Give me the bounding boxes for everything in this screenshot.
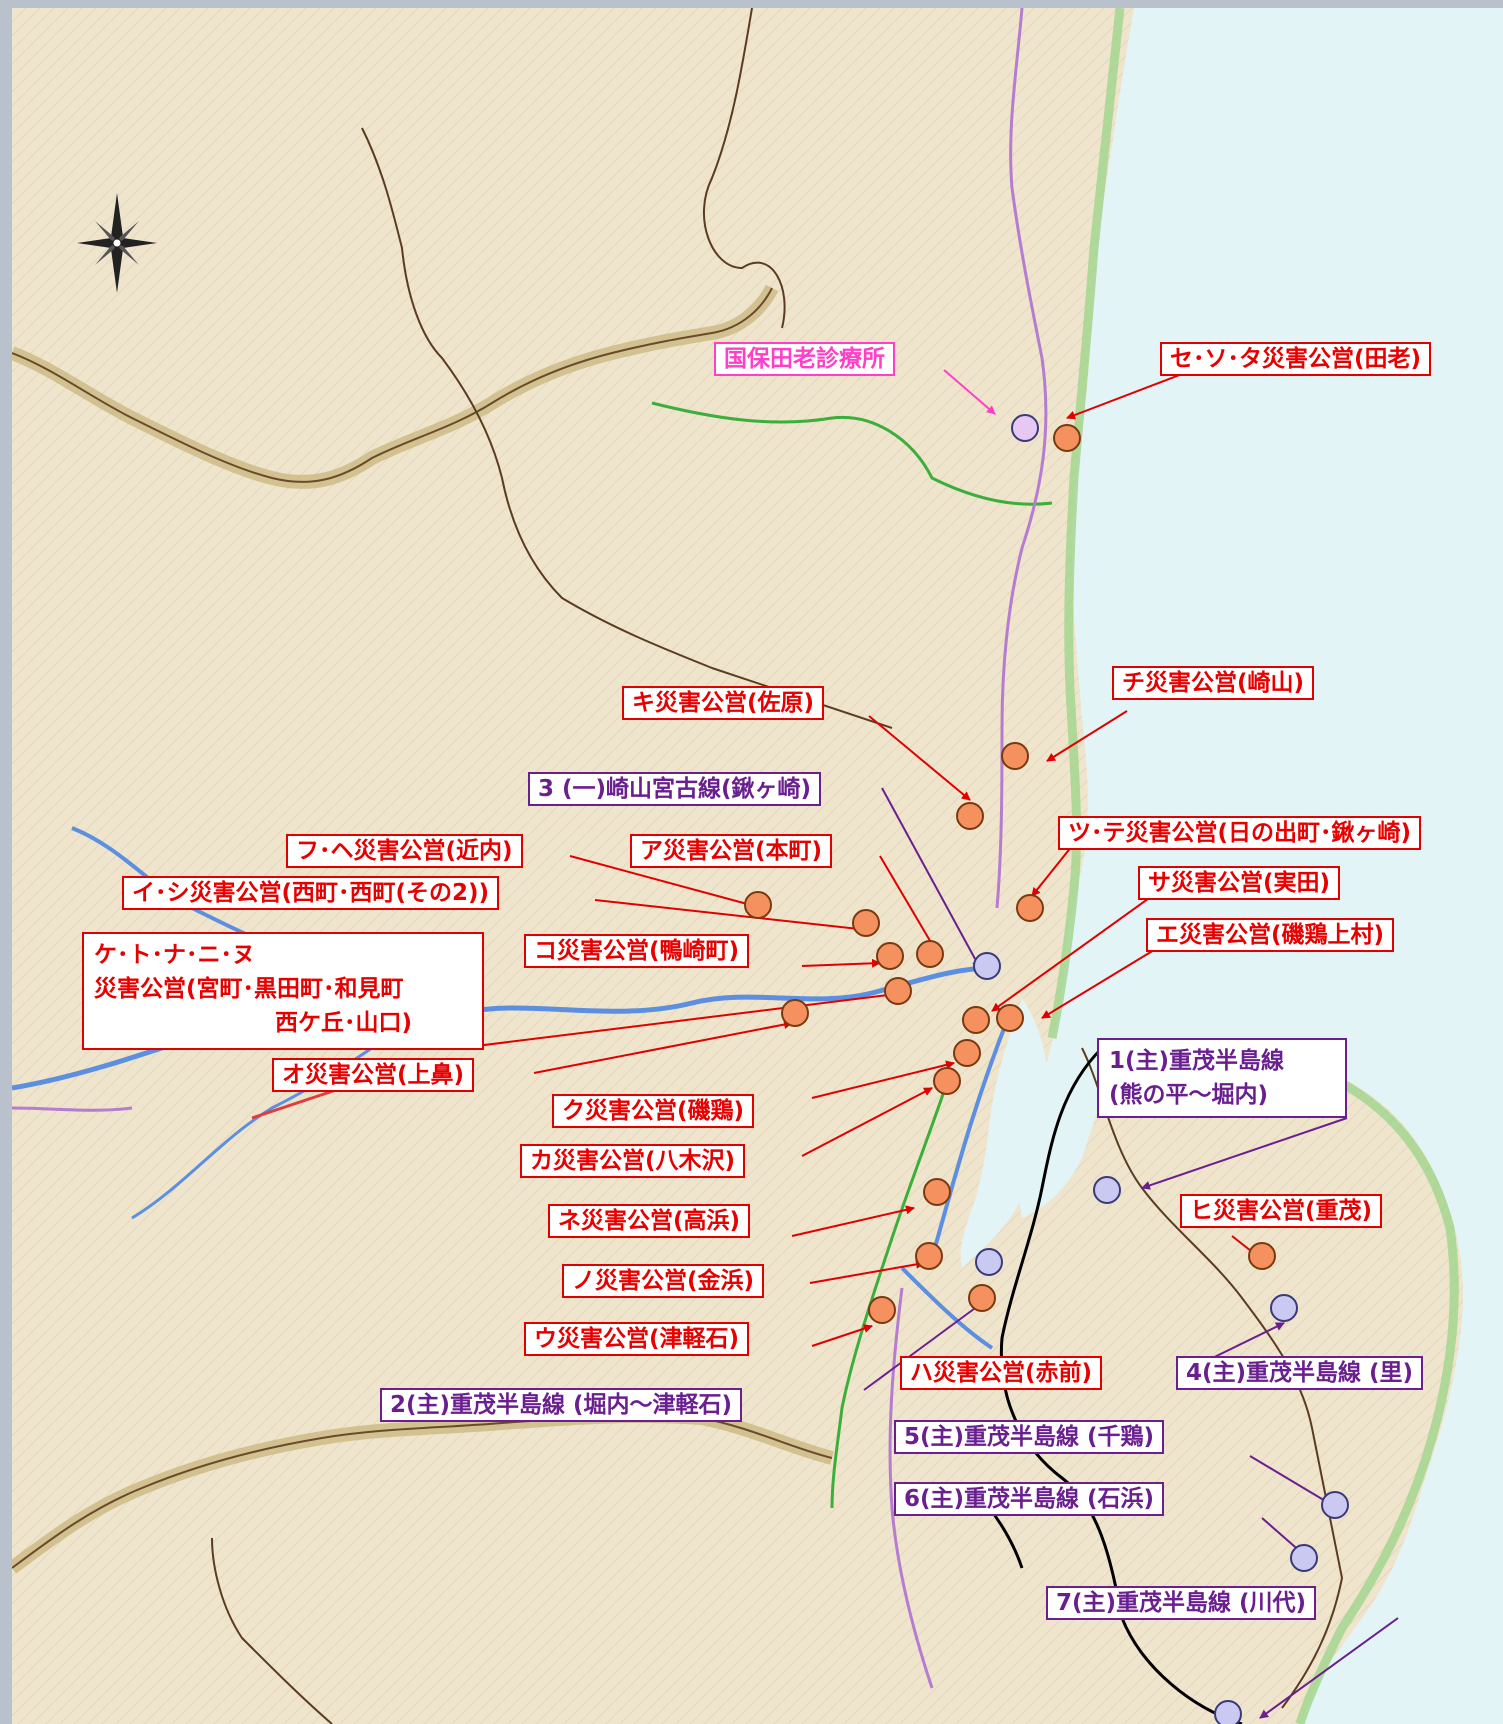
road-repair-marker bbox=[1011, 414, 1039, 442]
road-repair-marker bbox=[1214, 1700, 1242, 1724]
label-ko: コ災害公営(鴨崎町) bbox=[524, 934, 750, 968]
disaster-housing-marker bbox=[744, 891, 772, 919]
bay-area bbox=[960, 998, 1049, 1268]
disaster-housing-marker bbox=[868, 1296, 896, 1324]
road-repair-marker bbox=[973, 952, 1001, 980]
disaster-housing-marker bbox=[884, 977, 912, 1005]
label-road2: 2(主)重茂半島線 (堀内～津軽石) bbox=[380, 1388, 743, 1422]
disaster-housing-marker bbox=[962, 1006, 990, 1034]
compass-rose-icon bbox=[77, 193, 157, 293]
label-road5: 5(主)重茂半島線 (千鶏) bbox=[894, 1420, 1165, 1454]
disaster-housing-marker bbox=[852, 909, 880, 937]
label-ketona-line: ケ･ト･ナ･ニ･ヌ bbox=[94, 942, 255, 968]
disaster-housing-marker bbox=[968, 1284, 996, 1312]
disaster-housing-marker bbox=[1001, 742, 1029, 770]
label-ka: カ災害公営(八木沢) bbox=[520, 1144, 746, 1178]
label-road1: 1(主)重茂半島線 (熊の平～堀内) bbox=[1097, 1038, 1347, 1118]
label-road7: 7(主)重茂半島線 (川代) bbox=[1046, 1586, 1317, 1620]
disaster-housing-marker bbox=[1016, 894, 1044, 922]
disaster-markers bbox=[744, 424, 1276, 1324]
map-area: 国保田老診療所 セ･ソ･タ災害公営(田老) チ災害公営(崎山) キ災害公営(佐原… bbox=[12, 8, 1503, 1724]
road-repair-marker bbox=[1321, 1491, 1349, 1519]
label-clinic: 国保田老診療所 bbox=[714, 342, 895, 376]
road-repair-marker bbox=[975, 1248, 1003, 1276]
label-sa: サ災害公営(実田) bbox=[1138, 866, 1341, 900]
label-road6: 6(主)重茂半島線 (石浜) bbox=[894, 1482, 1165, 1516]
disaster-housing-marker bbox=[876, 942, 904, 970]
disaster-housing-marker bbox=[956, 802, 984, 830]
label-road1-line: (熊の平～堀内) bbox=[1109, 1082, 1269, 1108]
disaster-housing-marker bbox=[1248, 1242, 1276, 1270]
road-repair-marker bbox=[1270, 1294, 1298, 1322]
road-repair-marker bbox=[1093, 1176, 1121, 1204]
disaster-housing-marker bbox=[916, 940, 944, 968]
label-chi: チ災害公営(崎山) bbox=[1112, 666, 1315, 700]
label-tsute: ツ･テ災害公営(日の出町･鍬ヶ崎) bbox=[1058, 816, 1422, 850]
label-ketona: ケ･ト･ナ･ニ･ヌ 災害公営(宮町･黒田町･和見町 西ケ丘･山口) bbox=[82, 932, 484, 1050]
disaster-housing-marker bbox=[953, 1039, 981, 1067]
label-setaso: セ･ソ･タ災害公営(田老) bbox=[1160, 342, 1432, 376]
label-ki: キ災害公営(佐原) bbox=[622, 686, 825, 720]
disaster-housing-marker bbox=[1053, 424, 1081, 452]
disaster-housing-marker bbox=[915, 1242, 943, 1270]
label-ku: ク災害公営(磯鶏) bbox=[552, 1094, 755, 1128]
disaster-housing-marker bbox=[996, 1004, 1024, 1032]
label-ne: ネ災害公営(高浜) bbox=[548, 1204, 751, 1238]
disaster-housing-marker bbox=[781, 999, 809, 1027]
label-a: ア災害公営(本町) bbox=[630, 834, 833, 868]
label-ishi: イ･シ災害公営(西町･西町(その2)) bbox=[122, 876, 500, 910]
road-markers bbox=[973, 414, 1349, 1724]
label-hi: ヒ災害公営(重茂) bbox=[1180, 1194, 1383, 1228]
disaster-housing-marker bbox=[923, 1178, 951, 1206]
label-o: オ災害公営(上鼻) bbox=[272, 1058, 475, 1092]
label-road1-line: 1(主)重茂半島線 bbox=[1109, 1048, 1285, 1074]
label-fuhe: フ･ヘ災害公営(近内) bbox=[286, 834, 523, 868]
disaster-housing-marker bbox=[933, 1067, 961, 1095]
label-ketona-line: 災害公営(宮町･黒田町･和見町 bbox=[94, 976, 404, 1002]
label-road3: 3 (一)崎山宮古線(鍬ヶ崎) bbox=[528, 772, 822, 806]
label-no: ノ災害公営(金浜) bbox=[562, 1264, 765, 1298]
label-u: ウ災害公営(津軽石) bbox=[524, 1322, 750, 1356]
label-ha: ハ災害公営(赤前) bbox=[900, 1356, 1103, 1390]
label-road4: 4(主)重茂半島線 (里) bbox=[1176, 1356, 1424, 1390]
road-repair-marker bbox=[1290, 1544, 1318, 1572]
label-e: エ災害公営(磯鶏上村) bbox=[1146, 918, 1395, 952]
label-ketona-line: 西ケ丘･山口) bbox=[274, 1010, 412, 1036]
